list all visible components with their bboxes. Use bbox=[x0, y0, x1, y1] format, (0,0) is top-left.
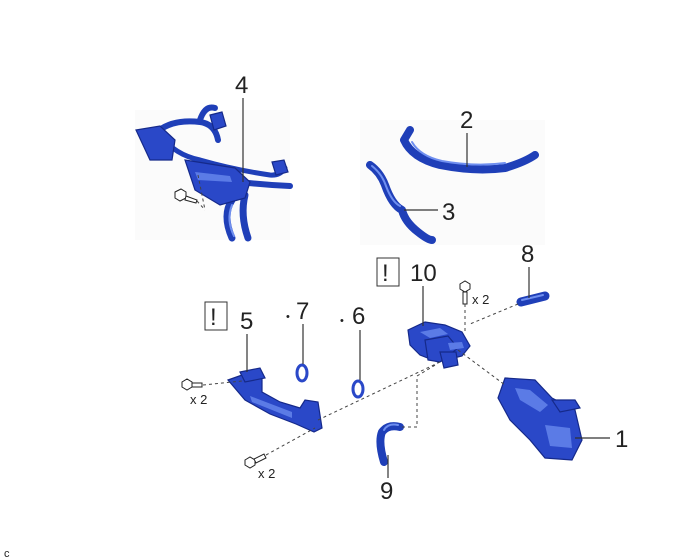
qty-label-5-upper: x 2 bbox=[190, 392, 207, 407]
non-reusable-7: • bbox=[286, 311, 290, 323]
part-8-hose[interactable] bbox=[516, 291, 550, 307]
callout-7: 7 bbox=[296, 298, 309, 325]
part-5-bolt-upper-line bbox=[202, 380, 243, 386]
part-5-to-10-line bbox=[317, 361, 441, 421]
part-4-bolt-line bbox=[196, 200, 206, 211]
part-10-valve[interactable] bbox=[407, 321, 471, 369]
callout-6: 6 bbox=[352, 303, 365, 330]
part-5-bolt-lower-line bbox=[265, 427, 316, 456]
part-1-cooler[interactable] bbox=[497, 377, 583, 461]
part-9-line bbox=[402, 363, 438, 428]
corner-mark: c bbox=[4, 548, 10, 560]
part-4-harness-bracket[interactable] bbox=[135, 104, 293, 242]
callout-10: 10 bbox=[410, 260, 437, 287]
part-7-gasket[interactable] bbox=[295, 363, 309, 383]
qty-label-10: x 2 bbox=[472, 292, 489, 307]
callout-1: 1 bbox=[615, 426, 628, 453]
svg-text:!: ! bbox=[210, 304, 217, 331]
part-3-hose[interactable] bbox=[366, 161, 436, 244]
part-2-hose[interactable] bbox=[400, 126, 539, 174]
caution-box-10: ! bbox=[376, 257, 400, 287]
callout-3: 3 bbox=[442, 199, 455, 226]
part-8-line bbox=[469, 303, 519, 325]
non-reusable-6: • bbox=[340, 315, 344, 327]
svg-text:!: ! bbox=[382, 260, 389, 287]
part-5-bolt-lower[interactable] bbox=[244, 453, 267, 469]
part-6-gasket[interactable] bbox=[351, 379, 365, 399]
part-4-bolt[interactable] bbox=[174, 188, 198, 204]
qty-label-5-lower: x 2 bbox=[258, 466, 275, 481]
callout-4: 4 bbox=[235, 72, 248, 99]
caution-box-5: ! bbox=[204, 301, 228, 331]
part-10-bolt[interactable] bbox=[459, 280, 471, 305]
callout-5: 5 bbox=[240, 308, 253, 335]
callout-2: 2 bbox=[460, 107, 473, 134]
part-5-pipe[interactable] bbox=[226, 367, 323, 433]
callout-9: 9 bbox=[380, 478, 393, 505]
callout-8: 8 bbox=[521, 241, 534, 268]
part-1-line bbox=[457, 349, 506, 386]
part-9-pipe[interactable] bbox=[376, 422, 404, 466]
part-5-bolt-upper[interactable] bbox=[181, 378, 203, 391]
